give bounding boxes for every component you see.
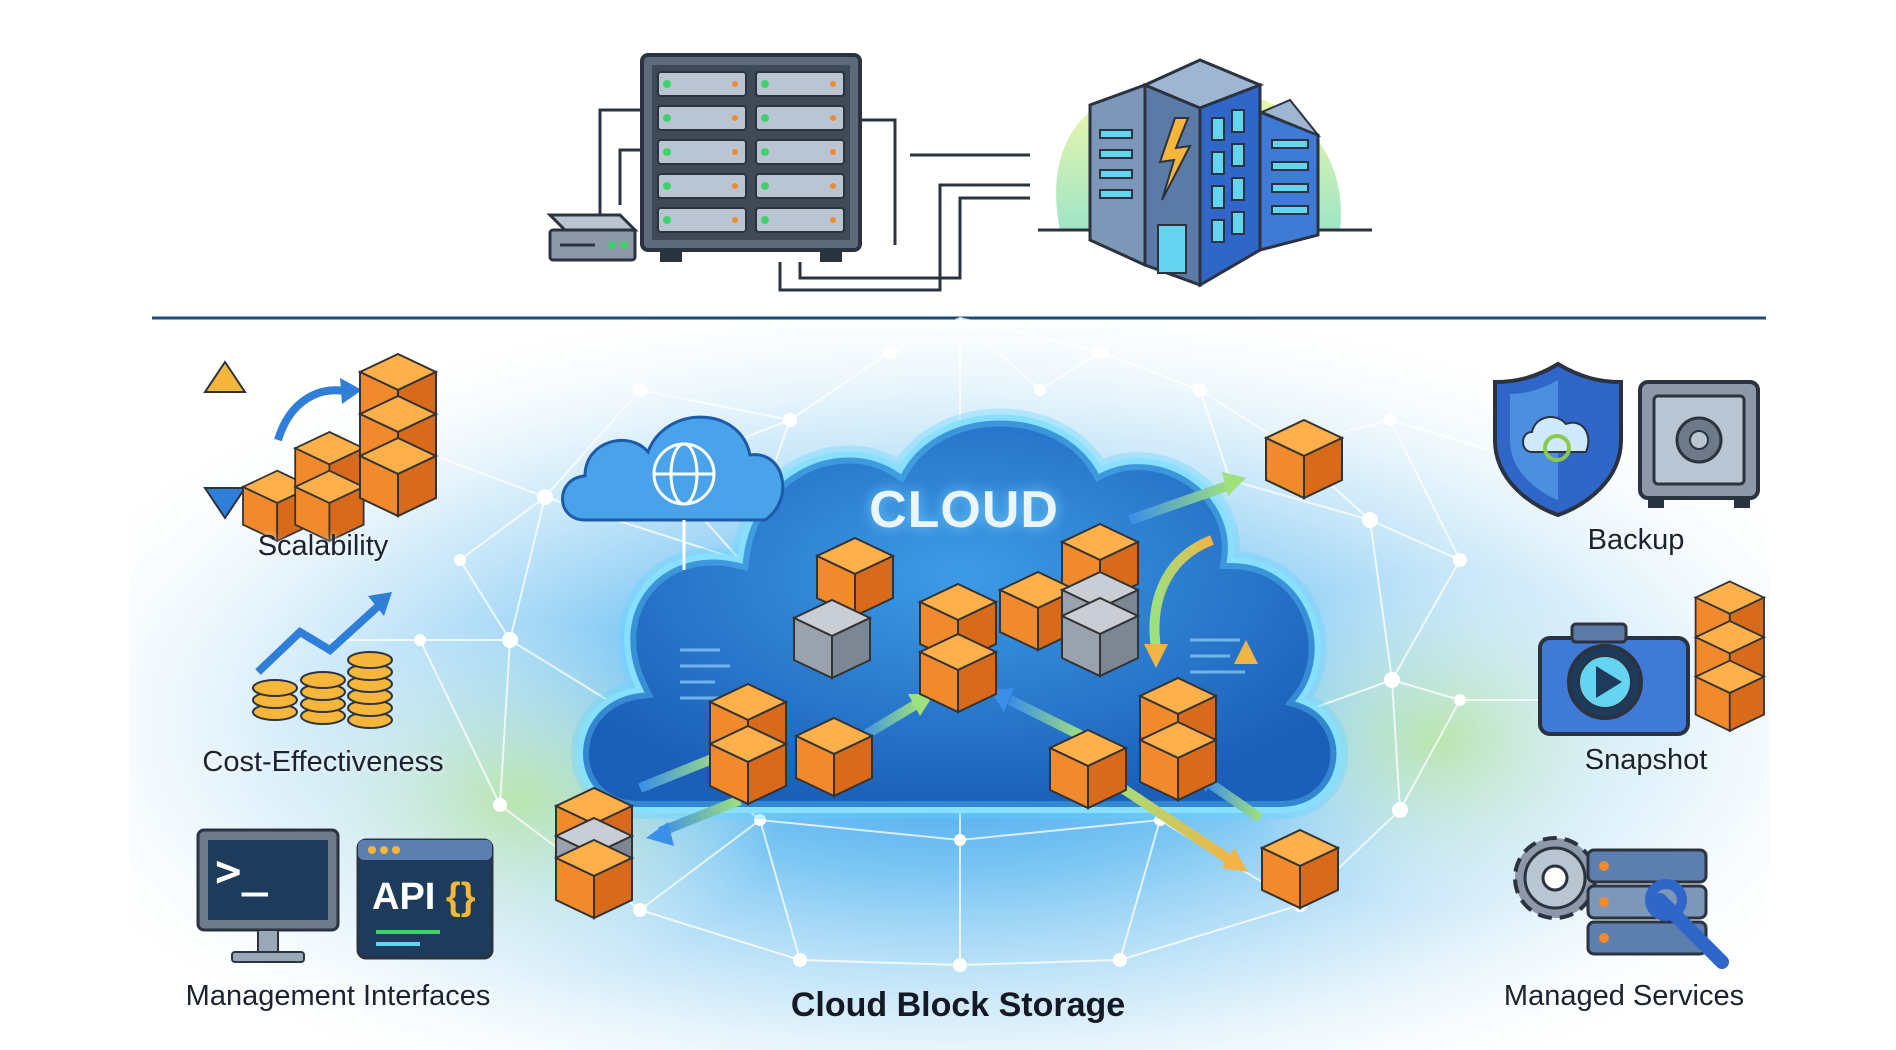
diagram-title: Cloud Block Storage xyxy=(790,986,1126,1024)
feature-label-management-interfaces: Management Interfaces xyxy=(185,980,491,1012)
camera-icon xyxy=(1538,580,1765,736)
terminal-prompt-label: >_ xyxy=(215,846,268,897)
feature-label-scalability: Scalability xyxy=(257,530,389,562)
scalability-icon xyxy=(203,353,437,542)
globe-cloud-icon xyxy=(561,415,785,570)
feature-label-snapshot: Snapshot xyxy=(1584,744,1708,776)
feature-label-backup: Backup xyxy=(1587,524,1685,556)
cloud-label: CLOUD xyxy=(869,481,1059,539)
gear-server-icon xyxy=(1513,836,1729,969)
storage-drive-icon xyxy=(546,213,639,262)
datacenter-building-icon xyxy=(1038,58,1372,288)
cost-growth-icon xyxy=(252,592,393,729)
shield-safe-icon xyxy=(1493,361,1760,518)
api-label: API {} xyxy=(372,876,476,919)
server-rack-icon xyxy=(640,53,862,262)
terminal-api-icon xyxy=(196,828,494,963)
feature-label-managed-services: Managed Services xyxy=(1503,980,1745,1012)
api-label-text: API xyxy=(372,876,436,918)
feature-label-cost-effectiveness: Cost-Effectiveness xyxy=(202,746,444,778)
api-brace-text: {} xyxy=(445,876,476,918)
